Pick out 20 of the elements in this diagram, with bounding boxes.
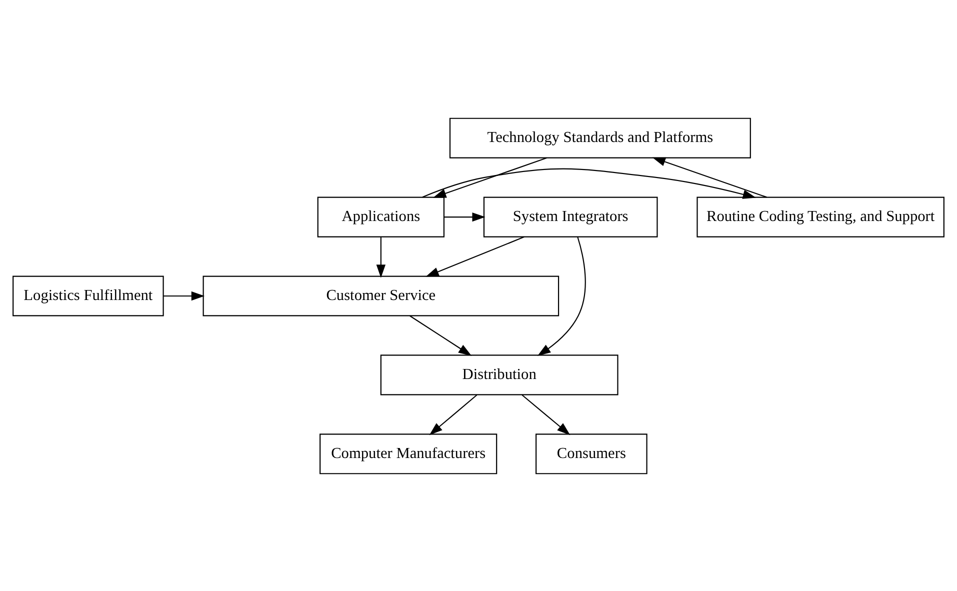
arrow [444, 212, 486, 222]
arrow [163, 290, 205, 300]
node-box: Logistics Fulfillment [12, 275, 164, 316]
arrow [422, 168, 756, 198]
arrow [426, 236, 524, 276]
arrow [432, 156, 548, 198]
node-box: Consumers [536, 433, 648, 474]
arrow [410, 314, 472, 356]
arrow [537, 236, 586, 356]
node-box: Distribution [380, 354, 618, 395]
node-box: Applications [317, 196, 445, 237]
node-box: System Integrators [483, 196, 658, 237]
node-box: Routine Coding Testing, and Support [696, 196, 944, 237]
arrow [522, 394, 570, 435]
arrow [376, 236, 386, 278]
node-box: Computer Manufacturers [320, 433, 498, 474]
arrow [429, 394, 478, 435]
node-box: Technology Standards and Platforms [449, 117, 751, 158]
node-box: Customer Service [202, 275, 560, 316]
arrow [652, 156, 767, 198]
